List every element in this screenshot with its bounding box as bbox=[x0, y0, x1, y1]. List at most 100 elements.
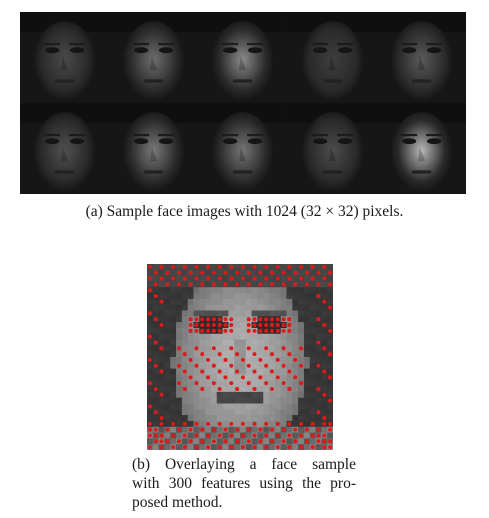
face-image bbox=[376, 12, 466, 103]
feature-marker bbox=[223, 282, 228, 287]
feature-marker bbox=[258, 323, 263, 328]
feature-marker bbox=[223, 439, 228, 444]
feature-marker bbox=[182, 433, 187, 438]
feature-marker bbox=[287, 323, 292, 328]
feature-marker bbox=[188, 439, 193, 444]
feature-marker bbox=[182, 264, 187, 269]
feature-marker bbox=[264, 264, 269, 269]
feature-marker bbox=[188, 282, 193, 287]
feature-marker bbox=[159, 299, 164, 304]
feature-marker bbox=[147, 381, 152, 386]
face-image bbox=[20, 12, 110, 103]
feature-marker bbox=[310, 433, 315, 438]
feature-marker bbox=[269, 328, 274, 333]
feature-marker bbox=[147, 334, 152, 339]
feature-marker bbox=[287, 433, 292, 438]
feature-marker bbox=[258, 427, 263, 432]
feature-marker bbox=[159, 433, 164, 438]
feature-marker bbox=[275, 421, 280, 426]
feature-marker bbox=[153, 433, 158, 438]
feature-marker bbox=[322, 264, 327, 269]
feature-marker bbox=[194, 276, 199, 281]
feature-marker bbox=[269, 352, 274, 357]
feature-marker bbox=[229, 421, 234, 426]
feature-marker bbox=[293, 375, 298, 380]
feature-marker bbox=[211, 323, 216, 328]
feature-marker bbox=[165, 282, 170, 287]
face-image bbox=[109, 12, 199, 103]
feature-marker bbox=[240, 357, 245, 362]
feature-marker bbox=[147, 427, 152, 432]
feature-marker bbox=[159, 439, 164, 444]
feature-marker bbox=[275, 276, 280, 281]
feature-marker bbox=[171, 276, 176, 281]
feature-marker bbox=[200, 328, 205, 333]
feature-marker bbox=[281, 270, 286, 275]
feature-marker bbox=[316, 293, 321, 298]
feature-marker bbox=[153, 363, 158, 368]
feature-marker bbox=[252, 369, 257, 374]
feature-marker bbox=[211, 328, 216, 333]
feature-marker bbox=[153, 317, 158, 322]
feature-marker bbox=[264, 276, 269, 281]
feature-marker bbox=[229, 363, 234, 368]
feature-marker bbox=[328, 375, 333, 380]
feature-marker bbox=[328, 282, 333, 287]
feature-marker bbox=[159, 323, 164, 328]
feature-marker bbox=[223, 270, 228, 275]
feature-marker bbox=[264, 346, 269, 351]
feature-marker bbox=[328, 398, 333, 403]
feature-marker bbox=[258, 375, 263, 380]
feature-marker bbox=[229, 317, 234, 322]
feature-marker bbox=[229, 381, 234, 386]
feature-marker bbox=[188, 270, 193, 275]
feature-marker bbox=[200, 439, 205, 444]
feature-marker bbox=[182, 276, 187, 281]
feature-marker bbox=[235, 386, 240, 391]
feature-marker bbox=[246, 363, 251, 368]
feature-marker bbox=[281, 427, 286, 432]
feature-marker bbox=[246, 328, 251, 333]
feature-marker bbox=[328, 305, 333, 310]
feature-marker bbox=[147, 311, 152, 316]
feature-marker bbox=[246, 381, 251, 386]
feature-marker bbox=[322, 323, 327, 328]
feature-marker bbox=[246, 323, 251, 328]
feature-marker bbox=[165, 439, 170, 444]
feature-marker bbox=[147, 276, 152, 281]
feature-marker bbox=[269, 439, 274, 444]
feature-marker bbox=[235, 427, 240, 432]
feature-marker bbox=[176, 270, 181, 275]
feature-marker bbox=[275, 328, 280, 333]
feature-marker bbox=[281, 381, 286, 386]
feature-marker bbox=[217, 386, 222, 391]
caption-b-line: with 300 features using the pro- bbox=[132, 475, 356, 492]
feature-marker bbox=[316, 386, 321, 391]
feature-marker bbox=[293, 282, 298, 287]
feature-marker bbox=[293, 427, 298, 432]
feature-marker bbox=[252, 323, 257, 328]
feature-marker bbox=[281, 346, 286, 351]
feature-marker bbox=[240, 445, 245, 450]
feature-marker bbox=[159, 264, 164, 269]
feature-marker bbox=[246, 282, 251, 287]
feature-marker bbox=[240, 433, 245, 438]
feature-marker bbox=[217, 264, 222, 269]
feature-marker bbox=[287, 421, 292, 426]
feature-marker bbox=[258, 328, 263, 333]
feature-marker bbox=[147, 264, 152, 269]
feature-marker bbox=[328, 328, 333, 333]
feature-marker bbox=[269, 386, 274, 391]
feature-marker bbox=[322, 421, 327, 426]
feature-marker bbox=[269, 369, 274, 374]
feature-marker bbox=[322, 369, 327, 374]
feature-marker bbox=[206, 421, 211, 426]
feature-marker bbox=[217, 328, 222, 333]
feature-marker bbox=[269, 317, 274, 322]
feature-marker bbox=[153, 439, 158, 444]
feature-marker bbox=[316, 270, 321, 275]
feature-marker bbox=[176, 363, 181, 368]
feature-marker bbox=[264, 323, 269, 328]
feature-marker bbox=[194, 346, 199, 351]
feature-marker bbox=[275, 317, 280, 322]
